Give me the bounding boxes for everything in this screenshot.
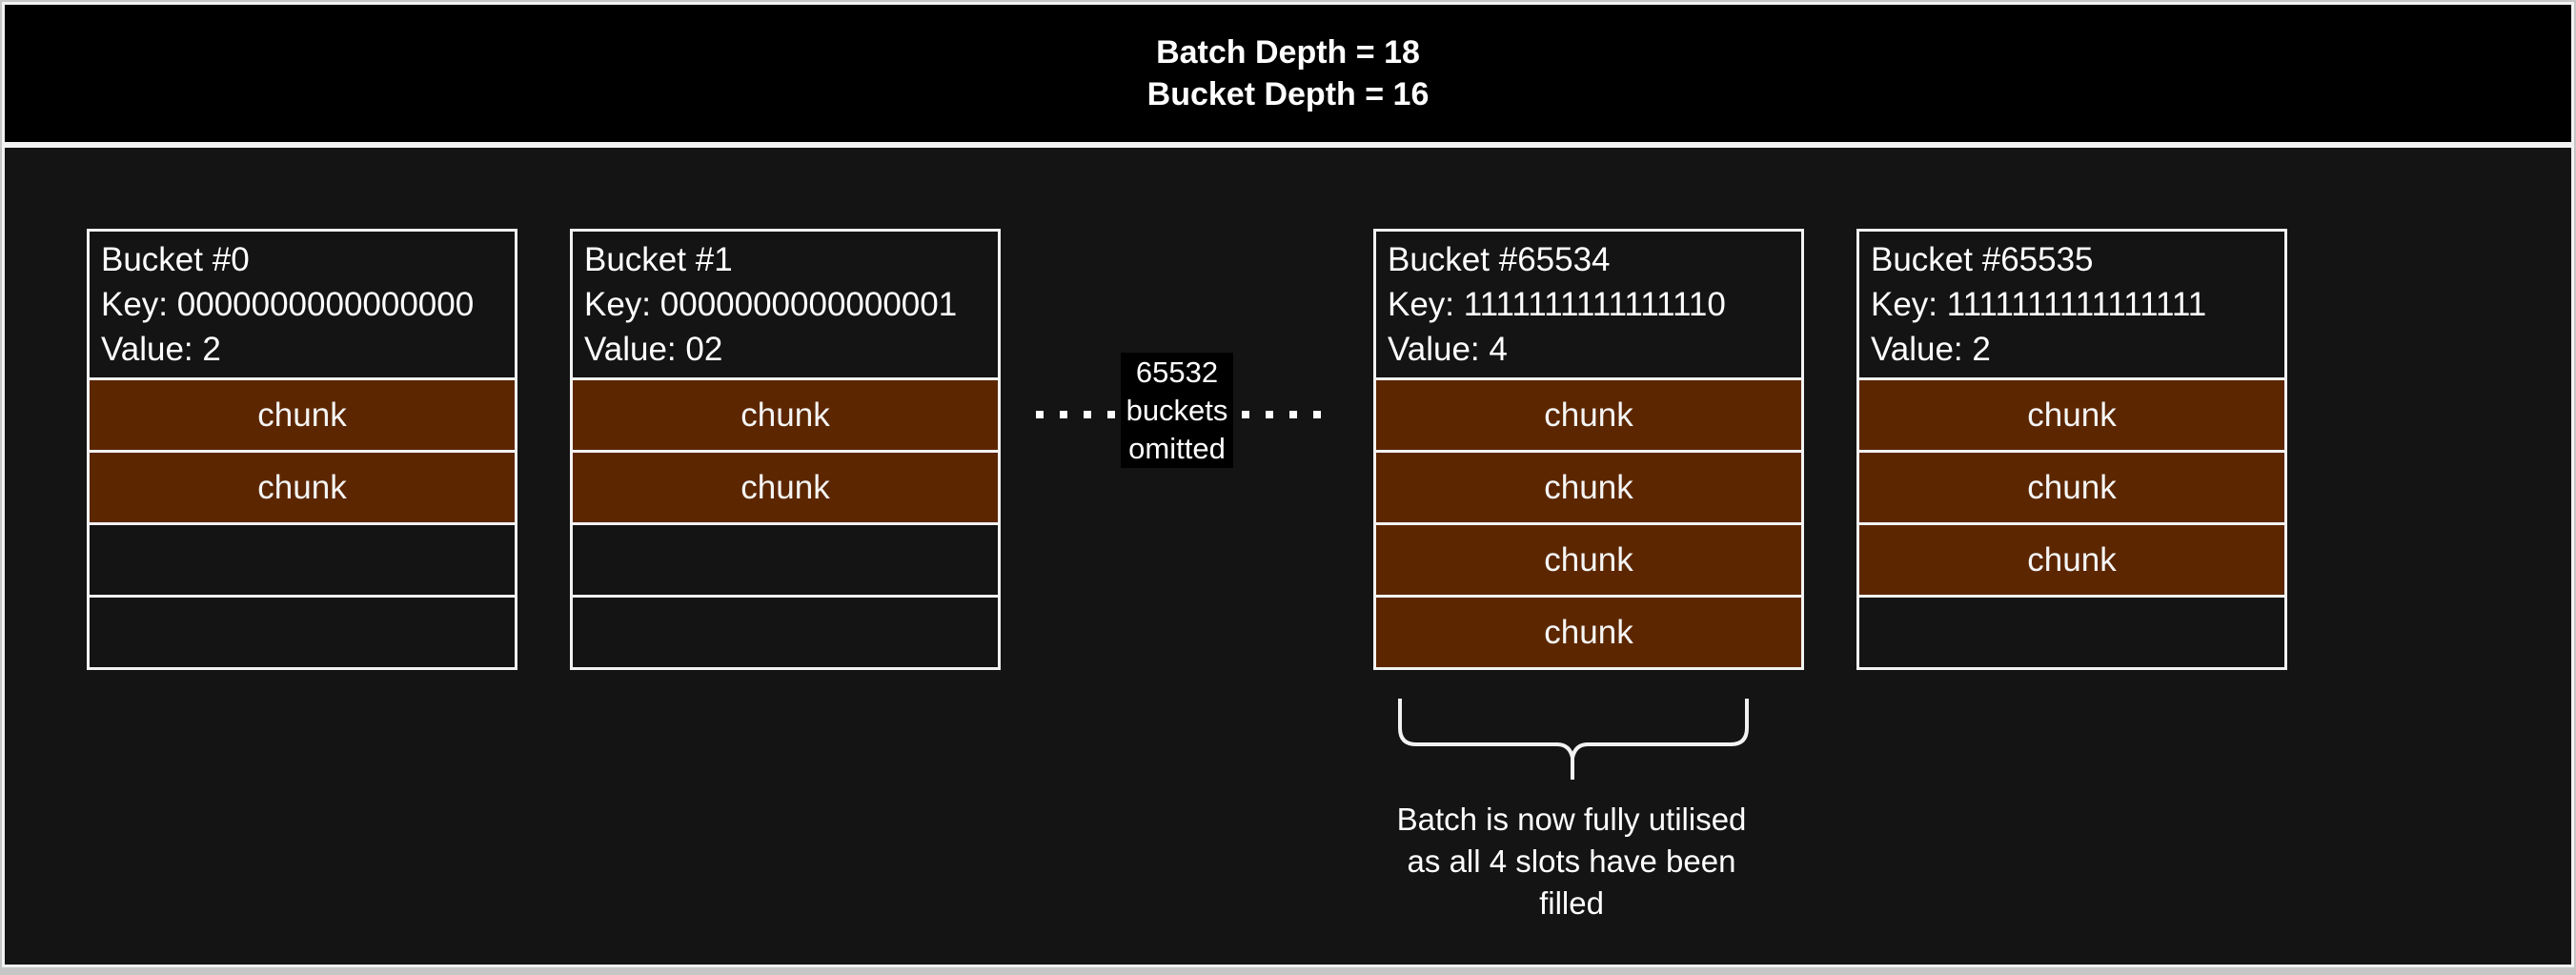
- chunk-slot: [573, 522, 998, 595]
- chunk-slot: chunk: [1859, 377, 2284, 450]
- chunk-slot: chunk: [90, 377, 515, 450]
- chunk-slot: [573, 595, 998, 667]
- bucket-key: Key: 0000000000000001: [584, 286, 958, 323]
- bucket-title: Bucket #65535: [1871, 241, 2094, 278]
- bucket-value: Value: 4: [1388, 331, 1508, 368]
- underbrace-icon: [1398, 699, 1749, 780]
- bucket-65534-card: Bucket #65534 Key: 1111111111111110 Valu…: [1373, 229, 1804, 670]
- dot-icon: [1266, 411, 1273, 418]
- bucket-title: Bucket #65534: [1388, 241, 1611, 278]
- bucket-65534-info: Bucket #65534 Key: 1111111111111110 Valu…: [1376, 232, 1801, 377]
- chunk-slot: chunk: [1376, 377, 1801, 450]
- bucket-key: Key: 1111111111111111: [1871, 286, 2207, 323]
- bucket-1-info: Bucket #1 Key: 0000000000000001 Value: 0…: [573, 232, 998, 377]
- bucket-0-card: Bucket #0 Key: 0000000000000000 Value: 2…: [87, 229, 517, 670]
- chunk-slot: chunk: [1859, 522, 2284, 595]
- chunk-slot: chunk: [573, 377, 998, 450]
- dot-icon: [1313, 411, 1321, 418]
- batch-full-caption: Batch is now fully utilised as all 4 slo…: [1366, 799, 1777, 924]
- bucket-value: Value: 02: [584, 331, 723, 368]
- chunk-slot: [90, 522, 515, 595]
- bucket-65535-info: Bucket #65535 Key: 1111111111111111 Valu…: [1859, 232, 2284, 377]
- caption-line: as all 4 slots have been: [1407, 843, 1736, 879]
- chunk-slot: chunk: [1376, 450, 1801, 522]
- chunk-slot: chunk: [573, 450, 998, 522]
- batch-depth-text: Batch Depth = 18: [1156, 34, 1420, 71]
- title-banner: Batch Depth = 18 Bucket Depth = 16: [2, 2, 2574, 145]
- bucket-1-card: Bucket #1 Key: 0000000000000001 Value: 0…: [570, 229, 1001, 670]
- dot-icon: [1107, 411, 1115, 418]
- ellipsis-dots-right: [1242, 411, 1321, 418]
- chunk-slot: chunk: [1376, 522, 1801, 595]
- caption-line: filled: [1539, 885, 1604, 921]
- dot-icon: [1242, 411, 1249, 418]
- chunk-slot: chunk: [1859, 450, 2284, 522]
- dot-icon: [1289, 411, 1297, 418]
- bucket-title: Bucket #1: [584, 241, 733, 278]
- bucket-title: Bucket #0: [101, 241, 250, 278]
- chunk-slot: chunk: [1376, 595, 1801, 667]
- dot-icon: [1084, 411, 1091, 418]
- chunk-slot: chunk: [90, 450, 515, 522]
- bucket-depth-text: Bucket Depth = 16: [1146, 76, 1430, 112]
- dot-icon: [1060, 411, 1067, 418]
- dot-icon: [1036, 411, 1044, 418]
- buckets-omitted-label: 65532 buckets omitted: [1121, 353, 1233, 468]
- bucket-65535-card: Bucket #65535 Key: 1111111111111111 Valu…: [1856, 229, 2287, 670]
- bucket-value: Value: 2: [1871, 331, 1991, 368]
- bucket-key: Key: 0000000000000000: [101, 286, 475, 323]
- bucket-value: Value: 2: [101, 331, 221, 368]
- ellipsis-dots-left: [1036, 411, 1115, 418]
- bucket-0-info: Bucket #0 Key: 0000000000000000 Value: 2: [90, 232, 515, 377]
- chunk-slot: [90, 595, 515, 667]
- chunk-slot: [1859, 595, 2284, 667]
- bucket-key: Key: 1111111111111110: [1388, 286, 1726, 323]
- caption-line: Batch is now fully utilised: [1396, 802, 1747, 837]
